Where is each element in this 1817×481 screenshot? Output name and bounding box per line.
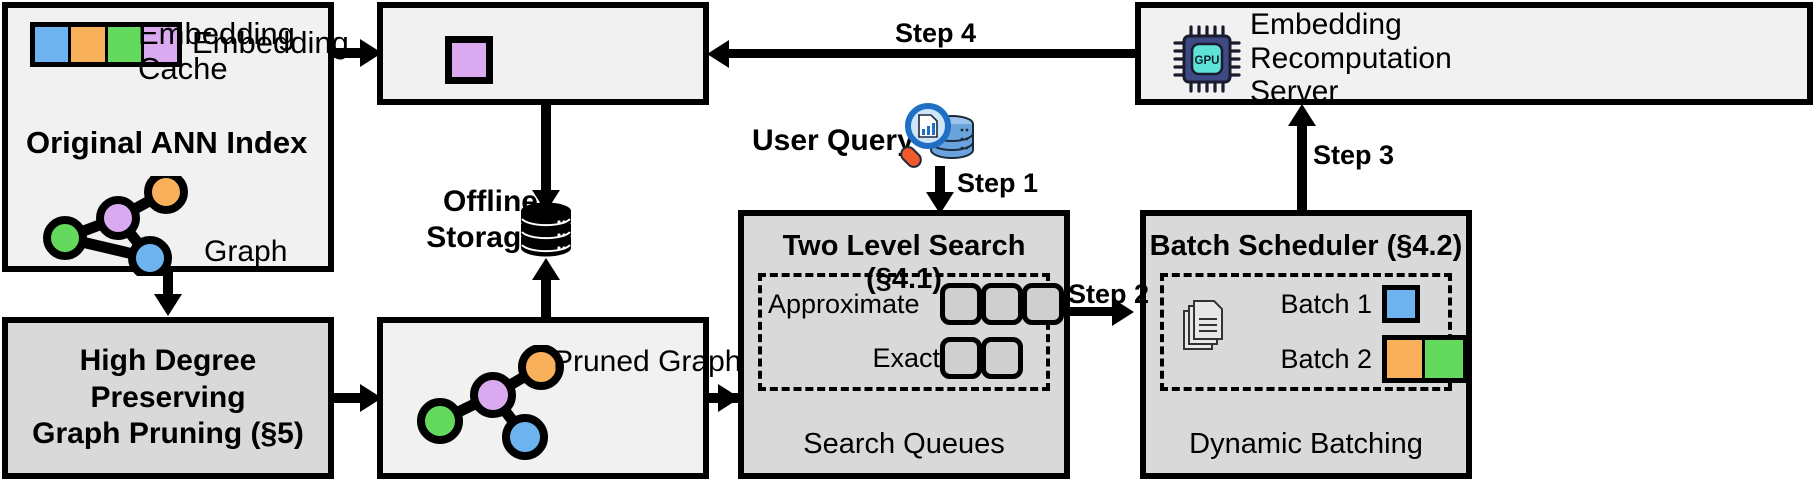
user-query-label: User Query (752, 124, 914, 157)
embedding-cell-green (107, 27, 144, 62)
arrowhead-step1 (926, 192, 954, 214)
step-4-label: Step 4 (895, 18, 977, 48)
arrowhead-pruned-to-storage (532, 258, 560, 280)
gpu-chip-icon: GPU (1173, 25, 1241, 93)
connector-pruning-to-pruned (334, 393, 366, 403)
connector-step1 (935, 166, 945, 200)
embedding-cache-label: Embedding Cache (138, 16, 295, 86)
batch-chip-pair (1382, 335, 1468, 383)
batch-chip-green (1425, 340, 1463, 378)
query-search-database-icon (900, 103, 974, 168)
queue-slot[interactable] (981, 337, 1023, 379)
embedding-cell-blue (35, 27, 72, 62)
step-1-label: Step 1 (957, 168, 1039, 198)
arrowhead-cache-to-storage (532, 190, 560, 212)
step-3-label: Step 3 (1313, 140, 1395, 170)
batch-chip-blue (1382, 285, 1420, 323)
batch-label-2: Batch 2 (1280, 343, 1372, 374)
original-graph-icon (43, 176, 188, 276)
step-2-label: Step 2 (1068, 279, 1150, 309)
graph-pruning-box: High Degree Preserving Graph Pruning (§5… (2, 317, 334, 479)
queue-row-approximate: Approximate (768, 283, 1064, 325)
pruned-graph-box (377, 317, 709, 479)
arrowhead-step3 (1288, 104, 1316, 126)
connector-cache-to-storage (541, 105, 551, 197)
embedding-cell-orange (71, 27, 108, 62)
embedding-label: Embedding (192, 25, 349, 60)
original-ann-index-box: Embedding Original ANN Index Graph (2, 2, 349, 276)
two-level-search-box: Two Level Search (§4.1) Approximate Exac… (738, 210, 1070, 479)
recomputation-server-box: GPU (1135, 2, 1813, 105)
connector-step2 (1070, 307, 1122, 316)
embedding-swatch-icon (445, 36, 493, 84)
arrowhead-step2 (1112, 298, 1134, 326)
batch-scheduler-title: Batch Scheduler (§4.2) (1149, 230, 1463, 262)
arrowhead-step4 (707, 40, 729, 68)
queue-slot[interactable] (981, 283, 1023, 325)
graph-pruning-label: High Degree Preserving Graph Pruning (§5… (32, 344, 304, 451)
queue-slot[interactable] (1022, 283, 1064, 325)
search-queues-group: Approximate Exact (758, 273, 1064, 391)
embedding-color-strip-icon (30, 22, 182, 67)
embedding-cell-purple (143, 27, 177, 62)
queue-row-exact: Exact (768, 337, 1023, 379)
documents-icon (1183, 300, 1223, 350)
connector-pruned-to-storage (541, 278, 551, 320)
dynamic-batching-footer: Dynamic Batching (1189, 428, 1423, 460)
connector-step3 (1297, 124, 1307, 212)
search-queues-footer: Search Queues (803, 428, 1005, 460)
connector-ann-to-cache (334, 48, 366, 58)
ann-index-title: Original ANN Index (26, 125, 308, 160)
arrowhead-pruning-to-pruned (360, 384, 382, 412)
arrowhead-pruned-to-search (718, 384, 740, 412)
batch-label-1: Batch 1 (1280, 288, 1372, 319)
queue-slot[interactable] (940, 337, 982, 379)
queue-slot[interactable] (940, 283, 982, 325)
batch-row-1: Batch 1 (1264, 285, 1420, 323)
offline-storage-label: Offline Storage (426, 185, 538, 254)
graph-label: Graph (204, 235, 288, 268)
pruned-graph-icon (417, 345, 564, 460)
dynamic-batching-group: Batch 1 Batch 2 (1160, 273, 1468, 391)
embedding-cache-box (377, 2, 709, 105)
connector-ann-to-pruning (163, 272, 173, 298)
batch-row-2: Batch 2 (1264, 335, 1468, 383)
batch-scheduler-box: Batch Scheduler (§4.2) Batch 1 Ba (1140, 210, 1472, 479)
two-level-search-title: Two Level Search (§4.1) (782, 230, 1026, 295)
gpu-icon-text: GPU (1195, 55, 1220, 67)
batch-chip-orange (1387, 340, 1425, 378)
arrowhead-ann-to-pruning (154, 294, 182, 316)
recomputation-server-label: Embedding Recomputation Server (1250, 8, 1452, 109)
arrowhead-ann-to-cache (360, 39, 382, 67)
pruned-graph-label: Pruned Graph (553, 345, 742, 378)
queue-label-approximate: Approximate (768, 288, 920, 319)
connector-step4 (727, 49, 1135, 58)
queue-label-exact: Exact (872, 342, 940, 373)
